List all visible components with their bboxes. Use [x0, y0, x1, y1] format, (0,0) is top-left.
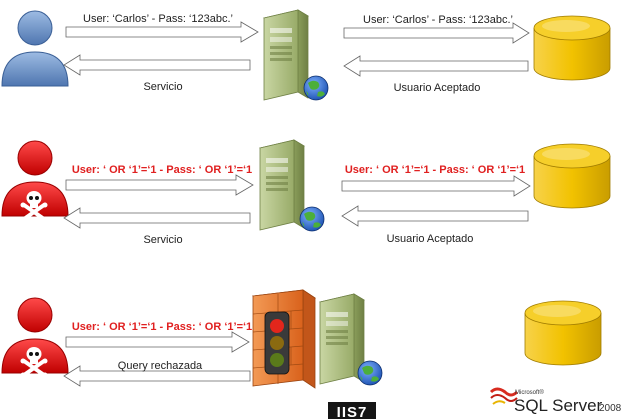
request-label: User: ‘Carlos’ - Pass: ‘123abc.’: [83, 13, 233, 25]
row-1: User: ‘Carlos’ - Pass: ‘123abc.’ Servici…: [1, 9, 611, 101]
iis7-logo-text: IIS7: [337, 404, 368, 419]
db-request-label: User: ‘Carlos’ - Pass: ‘123abc.’: [363, 14, 513, 26]
sql-server-flag-icon: [489, 387, 519, 405]
response-label: Query rechazada: [118, 360, 203, 372]
iis7-logo: IIS7: [328, 402, 376, 419]
db-request-label: User: ‘ OR ‘1’=‘1 - Pass: ‘ OR ‘1’=‘1: [345, 164, 525, 176]
web-server-icon: [263, 9, 309, 101]
request-label: User: ‘ OR ‘1’=‘1 - Pass: ‘ OR ‘1’=‘1: [72, 321, 252, 333]
db-response-arrow: [343, 55, 529, 77]
request-arrow: [65, 21, 259, 43]
db-request-arrow: [343, 22, 530, 44]
response-arrow: [63, 54, 251, 76]
request-arrow: [65, 331, 250, 353]
globe-icon: [303, 75, 329, 101]
row-2: User: ‘ OR ‘1’=‘1 - Pass: ‘ OR ‘1’=‘1 Se…: [1, 139, 611, 246]
db-request-arrow: [341, 175, 531, 197]
web-server-icon: [259, 139, 305, 231]
globe-icon: [357, 360, 383, 386]
sql-vendor-text: Microsoft®: [515, 389, 544, 396]
database-icon: [533, 15, 611, 81]
response-label: Servicio: [143, 234, 182, 246]
row-3: User: ‘ OR ‘1’=‘1 - Pass: ‘ OR ‘1’=‘1 Qu…: [1, 289, 602, 389]
db-response-label: Usuario Aceptado: [394, 82, 481, 94]
db-response-label: Usuario Aceptado: [387, 233, 474, 245]
response-label: Servicio: [143, 81, 182, 93]
db-response-arrow: [341, 205, 529, 227]
user-icon: [1, 10, 69, 87]
globe-icon: [299, 206, 325, 232]
sql-version-text: 2008: [599, 403, 622, 414]
firewall-icon: [251, 289, 317, 389]
request-label: User: ‘ OR ‘1’=‘1 - Pass: ‘ OR ‘1’=‘1: [72, 164, 252, 176]
database-icon: [524, 300, 602, 366]
web-server-icon: [319, 293, 365, 385]
sql-server-logo: Microsoft® SQL Server 2008: [489, 387, 622, 415]
database-icon: [533, 143, 611, 209]
sql-product-text: SQL Server: [514, 396, 603, 415]
response-arrow: [63, 207, 251, 229]
response-arrow: [63, 365, 251, 387]
traffic-light-icon: [264, 311, 290, 375]
request-arrow: [65, 174, 254, 196]
